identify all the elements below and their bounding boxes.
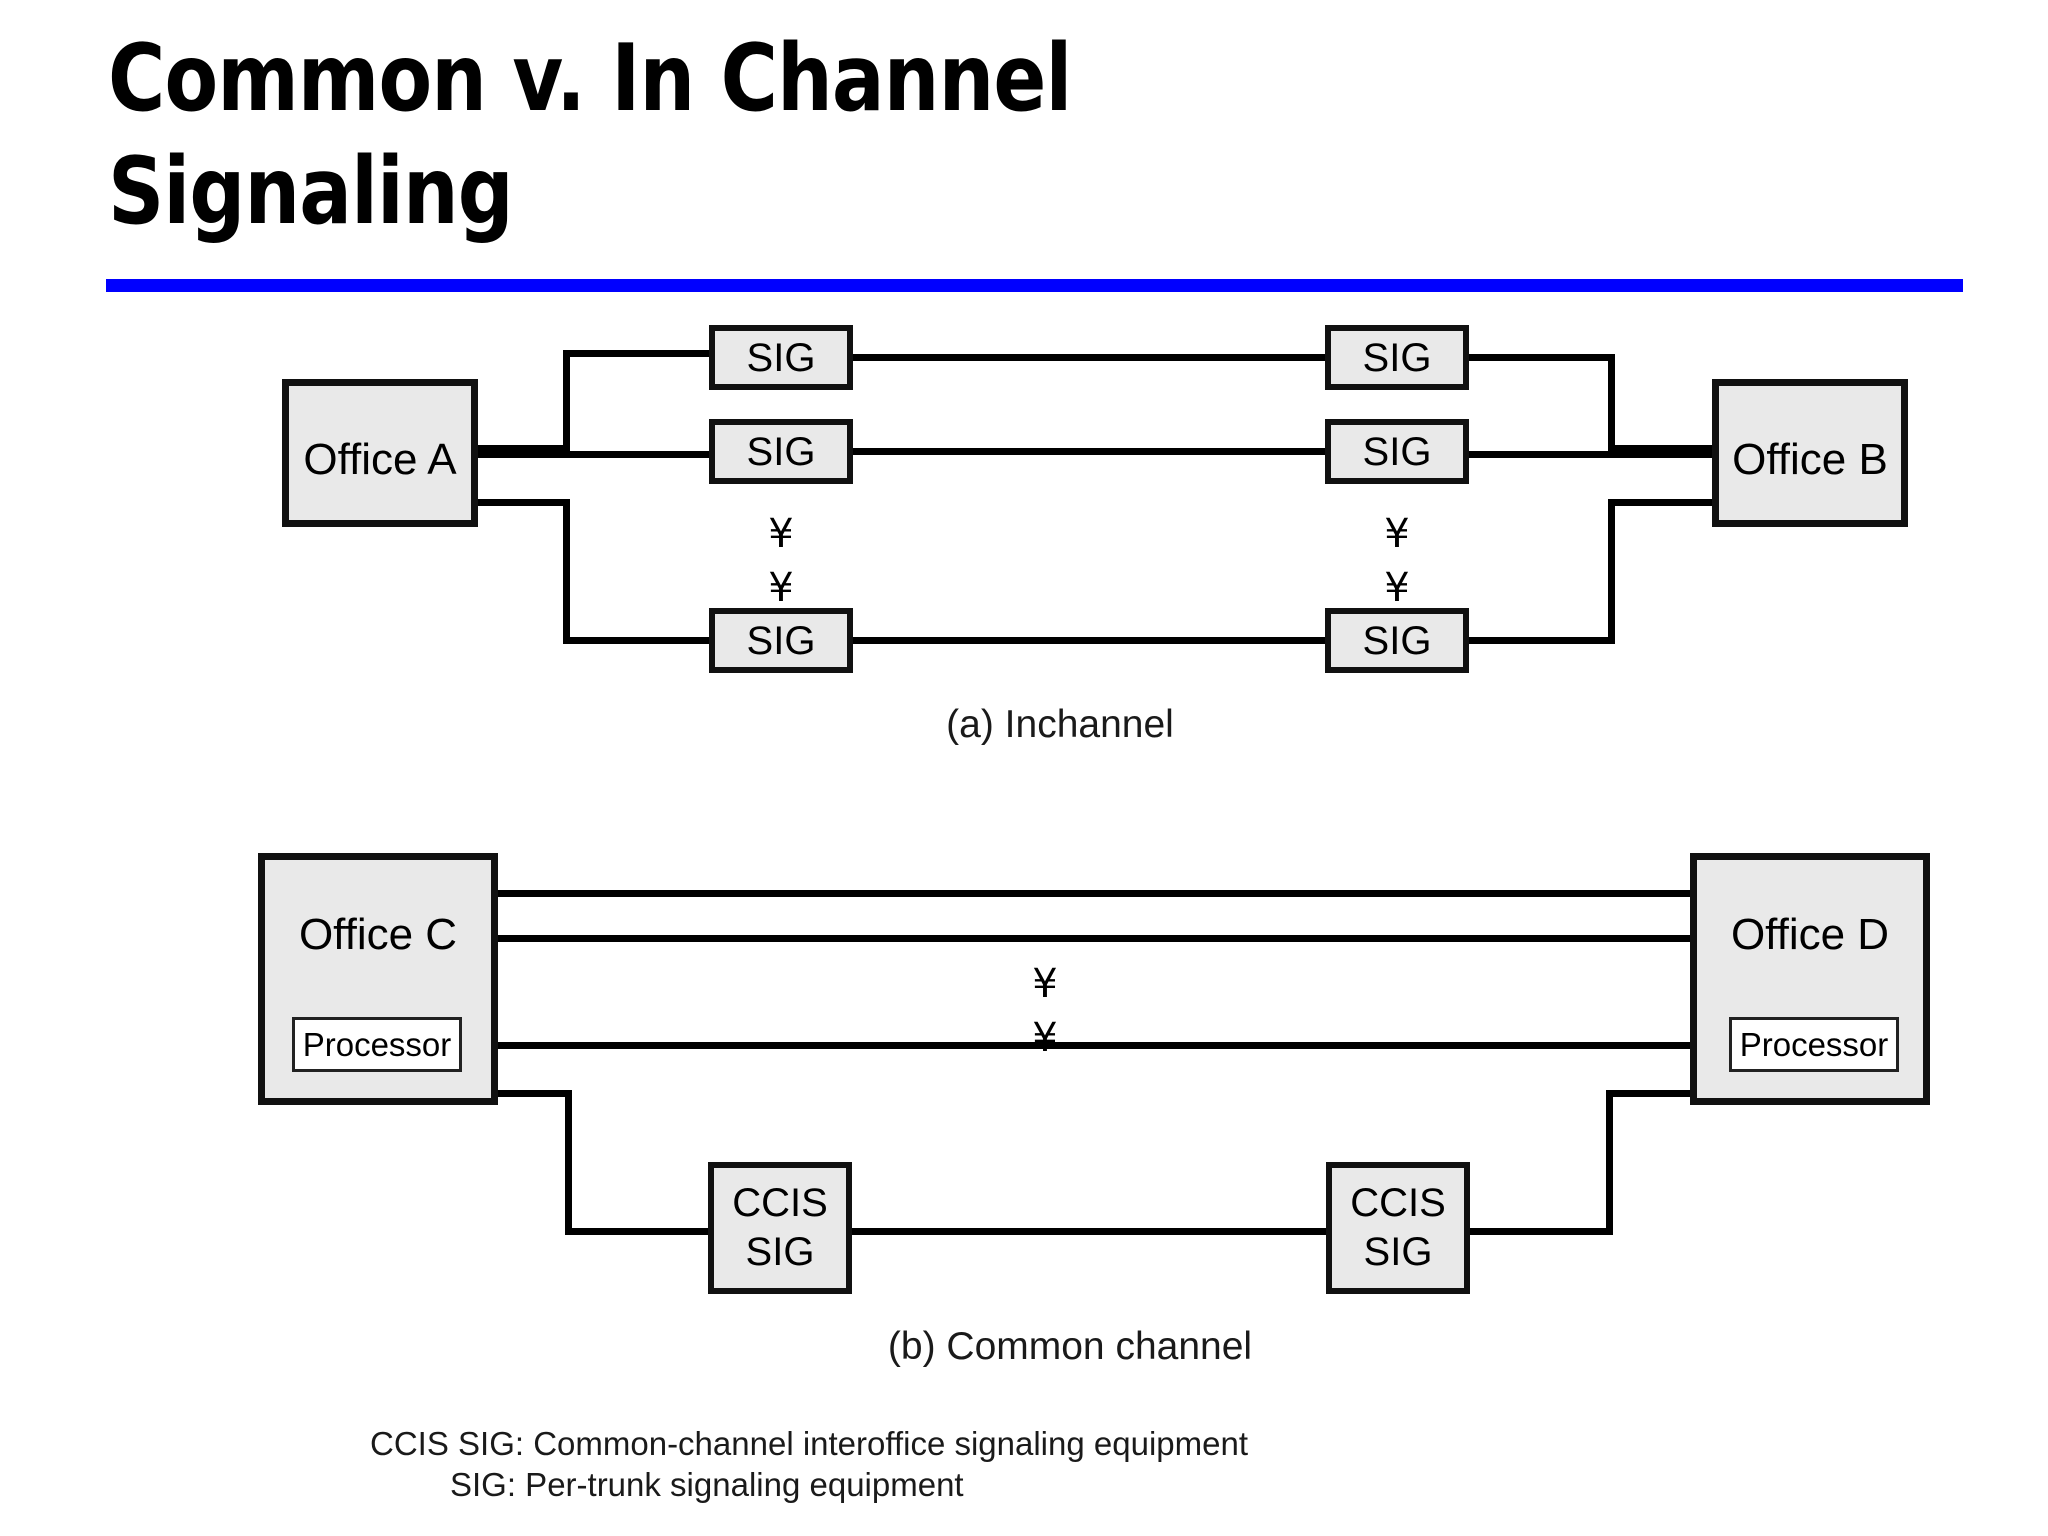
- wire-b-top-run: [1467, 354, 1615, 361]
- wire-c-ccis-riser: [565, 1090, 572, 1235]
- processor-label: Processor: [302, 1025, 452, 1063]
- office-d-box[interactable]: Office D Processor: [1690, 853, 1930, 1105]
- office-a-label: Office A: [303, 435, 457, 484]
- wire-a-top-run: [563, 350, 711, 357]
- wire-d-ccis-riser: [1606, 1090, 1613, 1235]
- ellipsis-a-left: ¥ ¥: [709, 500, 853, 622]
- caption-common-channel: (b) Common channel: [887, 1325, 1253, 1368]
- ellipsis-a-right: ¥ ¥: [1325, 500, 1469, 622]
- ccis-sig-line-2: SIG: [745, 1230, 815, 1274]
- sig-box-label: SIG: [746, 618, 816, 663]
- wire-b-mid-run: [1467, 451, 1716, 458]
- trunk-line-2: [492, 935, 1694, 942]
- ellipsis-glyph: ¥: [1032, 961, 1058, 1007]
- wire-a-bot-riser: [563, 499, 570, 643]
- ccis-sig-box-left[interactable]: CCIS SIG: [708, 1162, 852, 1294]
- sig-box-label: SIG: [746, 335, 816, 380]
- wire-b-top-stub: [1608, 445, 1716, 452]
- office-c-processor-box[interactable]: Processor: [292, 1017, 462, 1072]
- wire-c-ccis-stub: [492, 1090, 572, 1097]
- wire-a-mid-run: [472, 451, 711, 458]
- sig-box-a-right-1[interactable]: SIG: [1325, 325, 1469, 390]
- legend-sig: SIG: Per-trunk signaling equipment: [450, 1466, 964, 1503]
- sig-box-a-left-3[interactable]: SIG: [709, 608, 853, 673]
- legend-ccis-sig: CCIS SIG: Common-channel interoffice sig…: [370, 1425, 1248, 1462]
- sig-box-label: SIG: [1362, 335, 1432, 380]
- ellipsis-glyph: ¥: [1384, 511, 1410, 557]
- wire-b-bot-stub: [1608, 499, 1716, 506]
- wire-b-top-riser: [1608, 354, 1615, 452]
- title-divider-rule: [106, 279, 1963, 292]
- wire-a-span-mid: [851, 448, 1327, 455]
- office-b-box[interactable]: Office B: [1712, 379, 1908, 527]
- ellipsis-glyph: ¥: [1032, 1015, 1058, 1061]
- wire-b-bot-riser: [1608, 499, 1615, 643]
- office-c-label: Office C: [298, 910, 458, 959]
- ccis-sig-line-1: CCIS: [1350, 1181, 1446, 1226]
- sig-box-label: SIG: [1362, 429, 1432, 474]
- office-b-label: Office B: [1732, 435, 1888, 484]
- wire-d-ccis-stub: [1606, 1090, 1696, 1097]
- wire-a-top-stub: [472, 445, 570, 452]
- sig-box-a-left-1[interactable]: SIG: [709, 325, 853, 390]
- wire-b-bot-run: [1467, 637, 1615, 644]
- sig-box-label: SIG: [746, 429, 816, 474]
- ellipsis-glyph: ¥: [768, 511, 794, 557]
- sig-box-a-left-2[interactable]: SIG: [709, 419, 853, 484]
- wire-ccis-span: [850, 1228, 1328, 1235]
- wire-a-bot-run: [563, 637, 711, 644]
- sig-box-a-right-3[interactable]: SIG: [1325, 608, 1469, 673]
- trunk-line-1: [492, 890, 1694, 897]
- wire-d-ccis-run: [1468, 1228, 1613, 1235]
- ccis-sig-line-1: CCIS: [732, 1181, 828, 1226]
- wire-a-top-riser: [563, 350, 570, 452]
- page-title: Common v. In Channel Signaling: [108, 24, 1072, 246]
- ellipsis-glyph: ¥: [1384, 565, 1410, 611]
- office-d-processor-box[interactable]: Processor: [1729, 1017, 1899, 1072]
- sig-box-a-right-2[interactable]: SIG: [1325, 419, 1469, 484]
- wire-c-ccis-run: [565, 1228, 710, 1235]
- ccis-sig-line-2: SIG: [1363, 1230, 1433, 1274]
- wire-a-span-bot: [851, 637, 1327, 644]
- caption-inchannel: (a) Inchannel: [946, 703, 1174, 746]
- office-c-box[interactable]: Office C Processor: [258, 853, 498, 1105]
- ellipsis-b-trunks: ¥ ¥: [1000, 950, 1090, 1072]
- office-d-label: Office D: [1730, 910, 1890, 959]
- processor-label: Processor: [1739, 1025, 1889, 1063]
- ellipsis-glyph: ¥: [768, 565, 794, 611]
- office-a-box[interactable]: Office A: [282, 379, 478, 527]
- trunk-line-3: [492, 1042, 1694, 1049]
- wire-a-bot-stub: [472, 499, 570, 506]
- ccis-sig-box-right[interactable]: CCIS SIG: [1326, 1162, 1470, 1294]
- sig-box-label: SIG: [1362, 618, 1432, 663]
- wire-a-span-top: [851, 354, 1327, 361]
